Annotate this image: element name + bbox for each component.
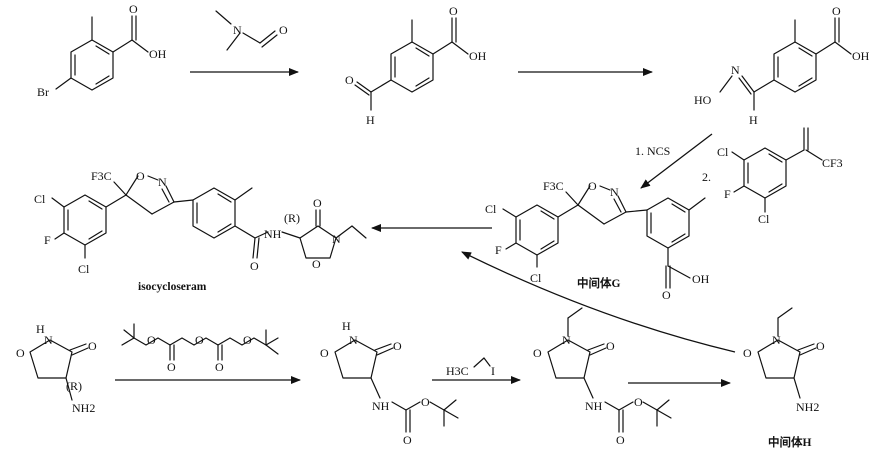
compound-formyl-methylbenzoic-acid: O OH O H (345, 4, 487, 127)
atom-h3c: H3C (446, 364, 469, 378)
compound-cycloserine: H N O O (R) NH2 (16, 322, 97, 415)
atom-i: I (491, 364, 495, 378)
atom-o: O (195, 333, 204, 347)
atom-o: O (279, 23, 288, 37)
atom-o: O (136, 169, 145, 183)
atom-o: O (606, 339, 615, 353)
atom-f: F (724, 187, 731, 201)
atom-o: O (313, 196, 322, 210)
atom-nh: NH (585, 399, 603, 413)
atom-cl: Cl (34, 192, 46, 206)
atom-o: O (250, 259, 259, 273)
atom-cl: Cl (758, 212, 770, 226)
atom-h: H (749, 113, 758, 127)
arrow-curved (461, 251, 736, 353)
atom-o: O (588, 179, 597, 193)
atom-o: O (312, 257, 321, 271)
stereo-r: (R) (66, 379, 82, 393)
atom-f: F (495, 243, 502, 257)
atom-o: O (403, 433, 412, 447)
atom-nh: NH (372, 399, 390, 413)
atom-ho: HO (694, 93, 712, 107)
atom-f3c: F3C (91, 169, 112, 183)
compound-ethyl-boc-cycloserine: N O O NH O O (533, 307, 672, 447)
atom-nh2: NH2 (72, 401, 95, 415)
atom-h: H (342, 319, 351, 333)
atom-o: O (449, 4, 458, 18)
atom-o: O (832, 4, 841, 18)
atom-o: O (533, 346, 542, 360)
atom-o: O (16, 346, 25, 360)
step-ncs-1: 1. NCS (635, 144, 670, 158)
atom-f: F (44, 233, 51, 247)
atom-o: O (88, 339, 97, 353)
atom-o: O (345, 73, 354, 87)
compound-boc-cycloserine: H N O O NH O O (320, 319, 459, 447)
atom-o: O (320, 346, 329, 360)
atom-o: O (816, 339, 825, 353)
atom-n: N (158, 175, 167, 189)
label-isocycloseram: isocycloseram (138, 281, 207, 293)
atom-cl: Cl (485, 202, 497, 216)
atom-n: N (233, 23, 242, 37)
atom-cl: Cl (78, 262, 90, 276)
arrow-3 (640, 133, 713, 189)
atom-n: N (332, 232, 341, 246)
stereo-r: (R) (284, 211, 300, 225)
atom-o: O (215, 360, 224, 374)
atom-cl: Cl (717, 145, 729, 159)
atom-oh: OH (852, 49, 870, 63)
atom-o: O (129, 2, 138, 16)
atom-o: O (393, 339, 402, 353)
atom-o: O (662, 288, 671, 302)
atom-h: H (366, 113, 375, 127)
atom-n: N (731, 63, 740, 77)
atom-oh: OH (692, 272, 710, 286)
reagent-trifluoromethyl-styrene: Cl F Cl CF3 (717, 127, 843, 226)
compound-oxime: O OH N HO H (694, 4, 870, 127)
atom-o: O (743, 346, 752, 360)
compound-intermediate-h: N O O NH2 (743, 307, 825, 414)
atom-cl: Cl (530, 271, 542, 285)
step-ncs-2: 2. (702, 170, 711, 184)
atom-n: N (349, 333, 358, 347)
atom-oh: OH (469, 49, 487, 63)
compound-intermediate-g: Cl F Cl F3C O N OH O (485, 179, 710, 302)
atom-o: O (167, 360, 176, 374)
reagent-dmf: N O (215, 10, 288, 51)
atom-o: O (147, 333, 156, 347)
reagent-ethyl-iodide: H3C I (446, 357, 495, 378)
atom-nh: NH (264, 227, 282, 241)
atom-nh2: NH2 (796, 400, 819, 414)
atom-o: O (243, 333, 252, 347)
compound-isocycloseram: Cl F Cl F3C O N O NH (R) O N O (34, 169, 367, 276)
atom-n: N (772, 333, 781, 347)
reagent-boc-anhydride: O O O O O (121, 323, 279, 374)
label-intermediate-g: 中间体G (577, 276, 620, 290)
atom-br: Br (37, 85, 49, 99)
label-intermediate-h: 中间体H (768, 435, 811, 449)
atom-o: O (616, 433, 625, 447)
atom-n: N (44, 333, 53, 347)
atom-cf3: CF3 (822, 156, 843, 170)
compound-bromo-methylbenzoic-acid: O OH Br (37, 2, 167, 99)
atom-n: N (610, 185, 619, 199)
atom-n: N (562, 333, 571, 347)
atom-f3c: F3C (543, 179, 564, 193)
atom-h: H (36, 322, 45, 336)
atom-oh: OH (149, 47, 167, 61)
atom-o: O (421, 395, 430, 409)
atom-o: O (634, 395, 643, 409)
